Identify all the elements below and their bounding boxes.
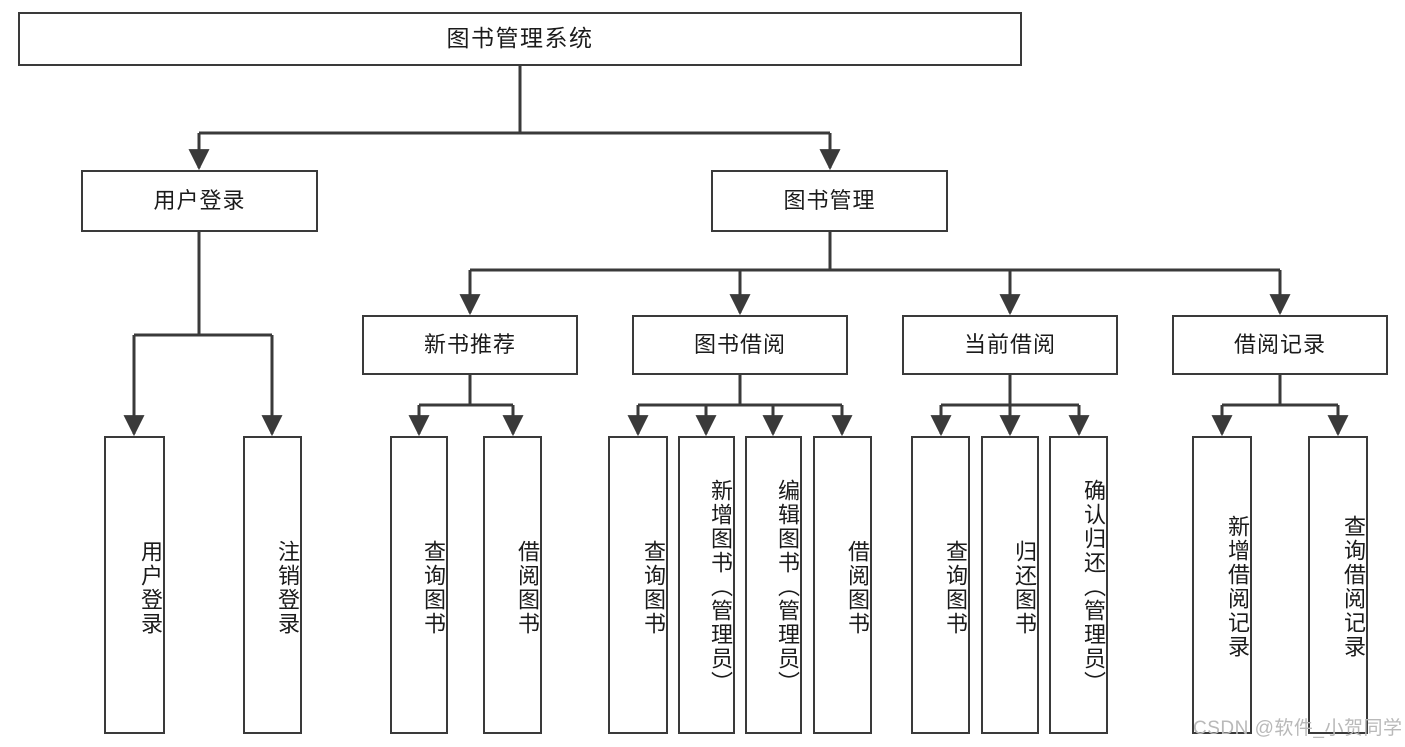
node-leaf-logout[interactable]: 注销登录	[243, 436, 302, 734]
node-label: 查询图书	[641, 540, 666, 636]
node-leaf-user-login[interactable]: 用户登录	[104, 436, 165, 734]
node-label: 查询借阅记录	[1341, 515, 1366, 659]
node-current-borrow[interactable]: 当前借阅	[902, 315, 1118, 375]
node-label: 新增借阅记录	[1225, 515, 1250, 659]
node-label: 新书推荐	[423, 332, 516, 358]
node-label: 归还图书	[1012, 540, 1037, 636]
node-label: 借阅图书	[515, 540, 540, 636]
node-leaf-add-borrow-record[interactable]: 新增借阅记录	[1192, 436, 1252, 734]
node-label: 图书借阅	[693, 332, 786, 358]
node-book-borrow[interactable]: 图书借阅	[632, 315, 848, 375]
node-leaf-query-book-recommend[interactable]: 查询图书	[390, 436, 448, 734]
node-leaf-add-book-admin[interactable]: 新增图书（管理员）	[678, 436, 735, 734]
node-label: 查询图书	[943, 540, 968, 636]
node-label: 用户登录	[138, 540, 163, 636]
node-label: 查询图书	[421, 540, 446, 636]
node-label: 图书管理系统	[446, 25, 594, 52]
node-label: 注销登录	[275, 540, 300, 636]
node-leaf-confirm-return-admin[interactable]: 确认归还（管理员）	[1049, 436, 1108, 734]
node-leaf-query-book-borrow[interactable]: 查询图书	[608, 436, 668, 734]
node-label: 图书管理	[783, 188, 876, 214]
node-leaf-borrow-book[interactable]: 借阅图书	[813, 436, 872, 734]
node-root-book-management-system[interactable]: 图书管理系统	[18, 12, 1022, 66]
node-user-login[interactable]: 用户登录	[81, 170, 318, 232]
node-label: 编辑图书（管理员）	[775, 479, 800, 695]
node-book-management[interactable]: 图书管理	[711, 170, 948, 232]
node-label: 确认归还（管理员）	[1081, 479, 1106, 695]
node-label: 借阅图书	[845, 540, 870, 636]
node-leaf-query-borrow-record[interactable]: 查询借阅记录	[1308, 436, 1368, 734]
node-leaf-borrow-book-recommend[interactable]: 借阅图书	[483, 436, 542, 734]
node-label: 当前借阅	[963, 332, 1056, 358]
csdn-watermark: CSDN @软件_小贺同学	[1193, 718, 1403, 739]
node-leaf-query-book-current[interactable]: 查询图书	[911, 436, 970, 734]
node-leaf-return-book[interactable]: 归还图书	[981, 436, 1039, 734]
node-label: 新增图书（管理员）	[708, 479, 733, 695]
node-label: 用户登录	[153, 188, 246, 214]
node-new-book-recommend[interactable]: 新书推荐	[362, 315, 578, 375]
node-borrow-record[interactable]: 借阅记录	[1172, 315, 1388, 375]
node-leaf-edit-book-admin[interactable]: 编辑图书（管理员）	[745, 436, 802, 734]
node-label: 借阅记录	[1233, 332, 1326, 358]
